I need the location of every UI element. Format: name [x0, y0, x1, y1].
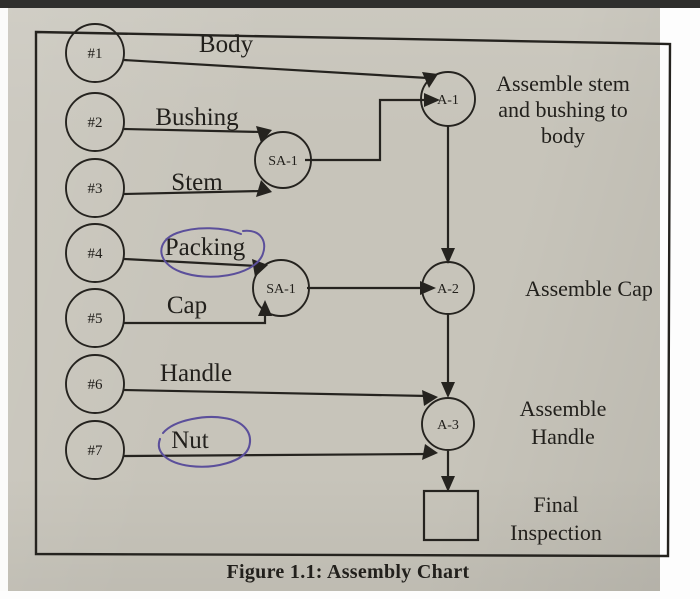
assembly-circle-a2: A-2 [421, 261, 475, 315]
operation-text-a2: Assemble Cap [525, 276, 653, 301]
node-id-label: A-1 [437, 93, 459, 108]
arrowhead-stem-sa1 [256, 180, 272, 197]
arrowhead-nut-a3 [422, 444, 438, 460]
assembly-circle-a1: A-1 [420, 71, 476, 127]
arrowhead-handle-a3 [422, 390, 438, 406]
subassembly-circle-sa1-top: SA-1 [254, 131, 312, 189]
arrowhead-bushing-sa1 [256, 126, 272, 143]
part-id-label: #7 [88, 443, 104, 459]
pen-circle-nut [157, 416, 251, 468]
flow-body-to-a1 [123, 58, 429, 80]
arrowhead-a2-a3 [441, 382, 455, 398]
part-circle-1: #1 [65, 23, 125, 83]
part-id-label: #3 [88, 181, 103, 197]
scan-top-strip [0, 0, 700, 8]
component-label-packing: Packing [165, 234, 246, 261]
component-label-bushing: Bushing [155, 104, 239, 131]
arrowhead-a3-inspection [441, 476, 455, 492]
operation-line: Assemble [520, 396, 607, 421]
arrowhead-cap-sa1 [258, 300, 272, 316]
pen-circle-packing [160, 227, 266, 278]
operation-line: Final [533, 492, 578, 517]
operation-text-a1: Assemble stem and bushing to body [496, 71, 630, 148]
figure-caption: Figure 1.1: Assembly Chart [227, 561, 470, 583]
subassembly-circle-sa1-mid: SA-1 [252, 259, 310, 317]
operation-line: body [541, 123, 585, 148]
arrowhead-sa1mid-a2 [420, 281, 436, 295]
component-label-nut: Nut [171, 427, 209, 454]
arrowhead-a1-a2 [441, 248, 455, 264]
flow-bushing-to-sa1 [123, 127, 263, 134]
arrowhead-sa1top-a1 [424, 93, 440, 107]
figure-border [34, 30, 672, 558]
node-id-label: A-2 [437, 282, 459, 297]
part-circle-2: #2 [65, 92, 125, 152]
flow-stem-to-sa1 [123, 189, 263, 196]
part-circle-5: #5 [65, 288, 125, 348]
part-id-label: #4 [88, 246, 104, 262]
part-circle-3: #3 [65, 158, 125, 218]
node-id-label: SA-1 [268, 154, 298, 169]
part-id-label: #5 [88, 311, 103, 327]
flow-packing-to-sa1 [123, 257, 259, 268]
part-id-label: #6 [88, 377, 104, 393]
arrowhead-packing-sa1 [252, 259, 268, 277]
operation-text-final-inspection: Final Inspection [510, 492, 602, 545]
component-label-body: Body [199, 31, 254, 58]
part-circle-4: #4 [65, 223, 125, 283]
part-circle-6: #6 [65, 354, 125, 414]
operation-line: Inspection [510, 520, 602, 545]
component-label-cap: Cap [167, 292, 207, 319]
assembly-circle-a3: A-3 [421, 397, 475, 451]
operation-text-a3: Assemble Handle [520, 396, 607, 449]
flow-handle-to-a3 [123, 388, 429, 398]
part-id-label: #2 [88, 115, 103, 131]
operation-line: and bushing to [498, 97, 628, 122]
page-bottom-margin [0, 591, 700, 599]
operation-line: Assemble stem [496, 71, 630, 96]
component-label-stem: Stem [171, 169, 223, 196]
flow-nut-to-a3 [123, 452, 429, 458]
flow-sa1top-to-a1 [305, 98, 428, 162]
component-label-handle: Handle [160, 360, 232, 387]
node-id-label: A-3 [437, 418, 459, 433]
page-left-margin [0, 8, 8, 599]
part-circle-7: #7 [65, 420, 125, 480]
part-id-label: #1 [88, 46, 103, 62]
final-inspection-box [422, 489, 480, 542]
page-right-margin [660, 8, 700, 599]
node-id-label: SA-1 [266, 282, 296, 297]
operation-line: Handle [531, 424, 595, 449]
